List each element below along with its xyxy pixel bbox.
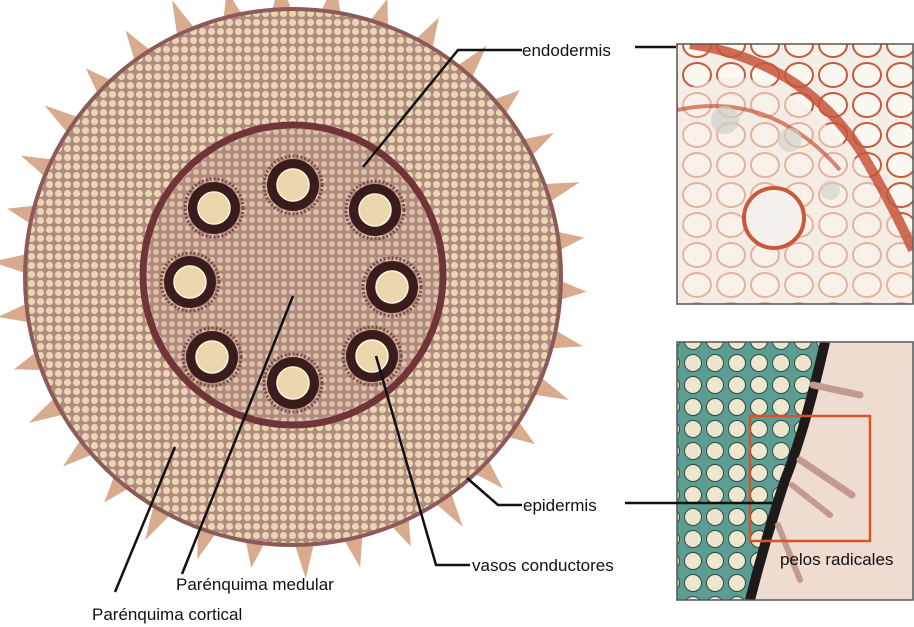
epidermis-label: epidermis <box>523 496 597 515</box>
root-cross-section <box>0 0 587 579</box>
root-hair <box>560 281 587 300</box>
vasos-conductores-label: vasos conductores <box>472 556 614 575</box>
endodermis-micrograph <box>677 44 913 304</box>
pelos-radicales-label: pelos radicales <box>780 550 893 569</box>
root-hair <box>0 304 29 323</box>
root-hair <box>295 544 314 579</box>
endodermis-label: endodermis <box>522 41 611 60</box>
parenquima-cortical-label: Parénquima cortical <box>92 605 242 624</box>
parenquima-medular-label: Parénquima medular <box>176 575 334 594</box>
root-hair <box>0 254 26 273</box>
